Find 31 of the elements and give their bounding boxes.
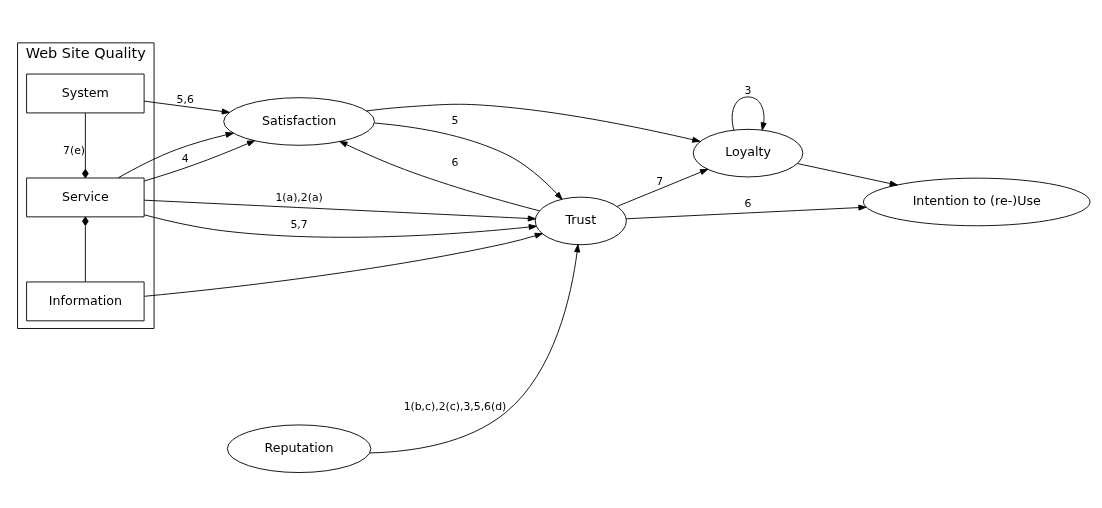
edge-label: 6 — [451, 156, 459, 170]
arrow — [366, 103, 701, 143]
arrow — [373, 122, 563, 200]
edge-label: 5,6 — [176, 93, 194, 107]
edge-label: 6 — [744, 197, 752, 211]
arrow — [143, 214, 537, 238]
arrow — [731, 96, 767, 131]
node-box: System — [26, 73, 145, 114]
arrow — [143, 140, 256, 182]
connector — [82, 216, 89, 283]
edge-label: 1(b,c),2(c),3,5,6(d) — [403, 399, 507, 413]
arrow — [143, 100, 230, 115]
arrow — [616, 168, 709, 207]
arrow — [117, 131, 234, 179]
arrow — [339, 140, 541, 212]
node-box: Information — [26, 281, 145, 322]
edge-label: 7 — [656, 175, 664, 189]
arrow — [143, 232, 543, 297]
arrow — [369, 244, 581, 454]
arrow — [625, 204, 867, 220]
edge-label: 5,7 — [290, 217, 308, 231]
connector — [82, 112, 89, 179]
edge-label: 5 — [451, 113, 459, 127]
arrow — [143, 199, 536, 222]
arrow — [797, 163, 898, 187]
node-ellipse: Reputation — [226, 424, 372, 473]
node-box: Service — [26, 177, 145, 218]
edge-label: 1(a),2(a) — [275, 190, 323, 204]
edge-label: 3 — [744, 83, 752, 97]
edge-label: 7(e) — [63, 144, 86, 158]
edge-label: 4 — [181, 151, 189, 165]
